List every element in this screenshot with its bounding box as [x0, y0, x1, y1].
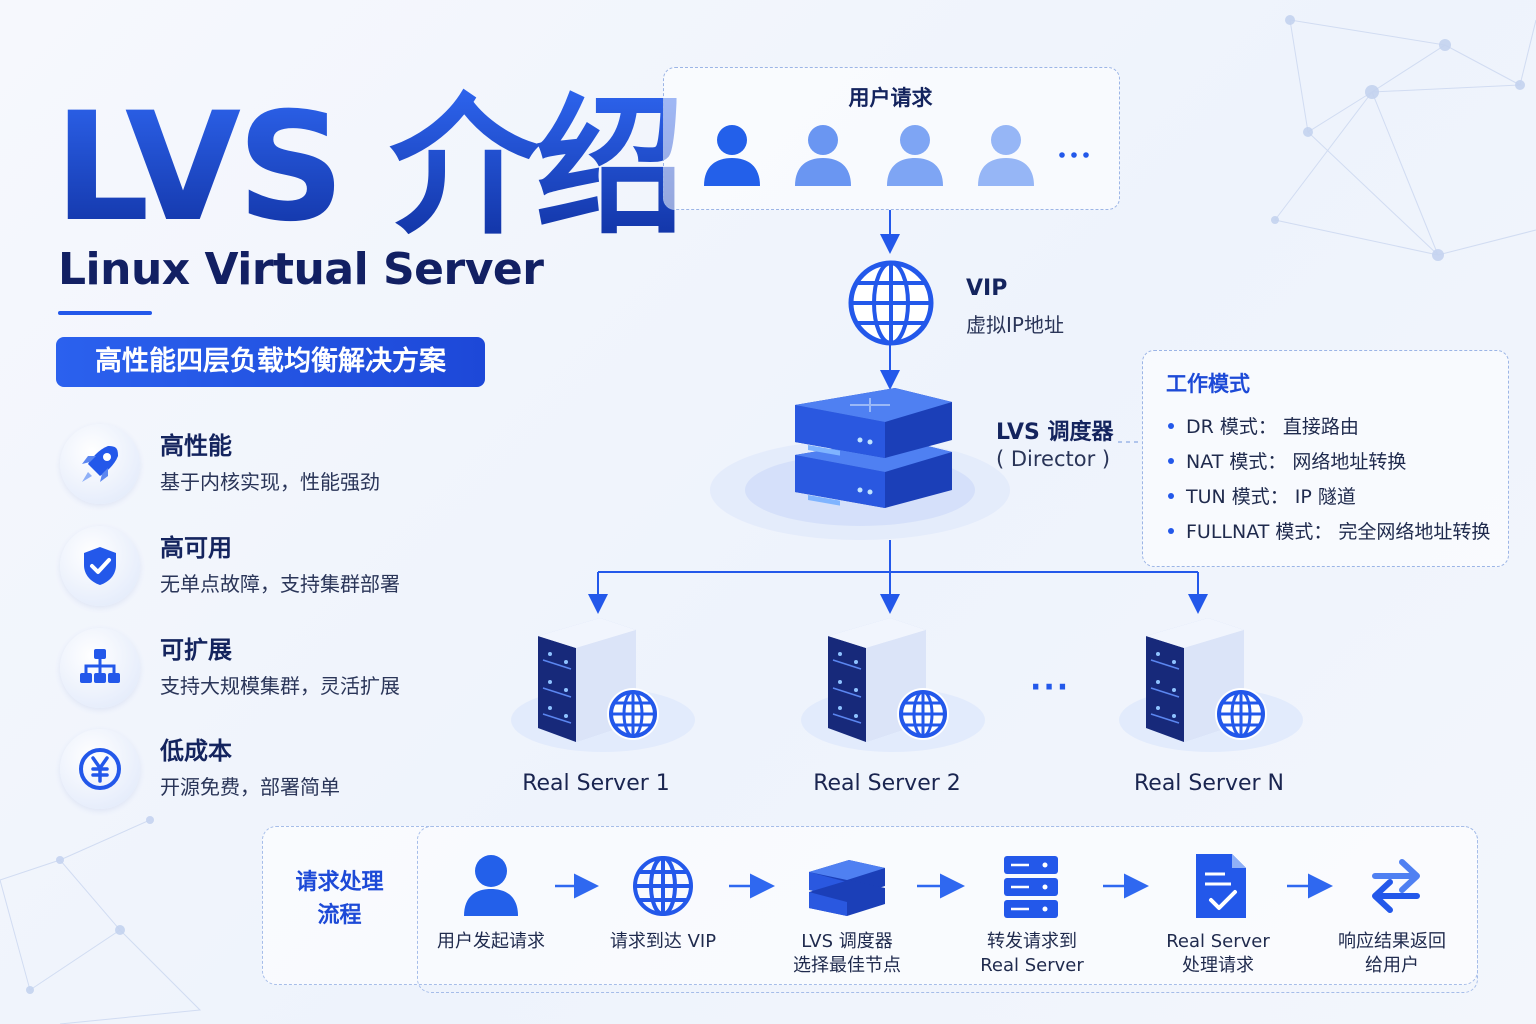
feature-desc: 开源免费，部署简单 [160, 775, 340, 799]
flow-step-line1: 请求到达 VIP [609, 931, 717, 952]
vip-label: VIP [966, 276, 1008, 301]
flow-step-line2: Real Server [980, 955, 1084, 976]
flow-step-1: 用户发起请求 [406, 930, 576, 954]
flow-step-line1: 转发请求到 [987, 931, 1077, 952]
flow-step-line2: 给用户 [1365, 955, 1419, 976]
title-divider [58, 311, 152, 315]
tagline-banner: 高性能四层负载均衡解决方案 [56, 337, 485, 387]
shield-check-icon [60, 526, 140, 606]
feature-high-availability: 高可用 无单点故障，支持集群部署 [60, 526, 480, 606]
user-icon [978, 125, 1034, 186]
server-rack-icon [1004, 856, 1058, 918]
work-modes-title: 工作模式 [1166, 372, 1250, 396]
rocket-icon [60, 424, 140, 504]
bullet-dot [1168, 457, 1174, 464]
feature-title: 低成本 [160, 737, 232, 765]
feature-desc: 基于内核实现，性能强劲 [160, 470, 380, 494]
user-icon [887, 125, 943, 186]
request-flow-steps-panel [417, 826, 1478, 993]
mode-text: NAT 模式： 网络地址转换 [1186, 451, 1407, 473]
director-server-icon [809, 860, 885, 916]
flow-step-line1: 用户发起请求 [437, 931, 545, 952]
mode-text: TUN 模式： IP 隧道 [1186, 486, 1356, 508]
flow-step-line2: 处理请求 [1182, 955, 1254, 976]
more-servers-ellipsis: ··· [1030, 670, 1071, 705]
flow-step-line1: 响应结果返回 [1338, 931, 1446, 952]
flow-step-3: LVS 调度器 选择最佳节点 [762, 930, 932, 978]
bullet-dot [1168, 492, 1174, 499]
feature-high-performance: 高性能 基于内核实现，性能强劲 [60, 424, 480, 504]
flow-step-4: 转发请求到 Real Server [947, 930, 1117, 978]
real-server-2-label: Real Server 2 [813, 771, 961, 796]
feature-desc: 支持大规模集群，灵活扩展 [160, 674, 400, 698]
user-icon [795, 125, 851, 186]
users-icon-group [704, 125, 1089, 186]
real-server-1-label: Real Server 1 [522, 771, 670, 796]
director-label: LVS 调度器 [996, 420, 1114, 445]
feature-scalable: 可扩展 支持大规模集群，灵活扩展 [60, 628, 480, 708]
page-subtitle: Linux Virtual Server [58, 244, 544, 295]
mode-text: FULLNAT 模式： 完全网络地址转换 [1186, 521, 1491, 543]
feature-title: 可扩展 [160, 636, 232, 664]
director-sub: ( Director ) [996, 447, 1111, 471]
mode-item-dr: DR 模式： 直接路由 [1168, 412, 1359, 439]
flow-title-line2: 流程 [317, 903, 362, 928]
mode-text: DR 模式： 直接路由 [1186, 416, 1359, 438]
feature-title: 高性能 [160, 432, 232, 460]
real-server-2-icon [799, 616, 987, 754]
mode-item-nat: NAT 模式： 网络地址转换 [1168, 447, 1406, 474]
flow-icons-row [464, 854, 1420, 918]
flow-step-6: 响应结果返回 给用户 [1307, 930, 1477, 978]
feature-desc: 无单点故障，支持集群部署 [160, 572, 400, 596]
flow-step-line2: 选择最佳节点 [793, 955, 901, 976]
page-title: LVS 介绍 [54, 78, 685, 258]
bullet-dot [1168, 422, 1174, 429]
flow-step-line1: LVS 调度器 [801, 931, 893, 952]
yuan-coin-icon [60, 729, 140, 809]
network-tree-icon [60, 628, 140, 708]
flow-title-line1: 请求处理 [295, 870, 384, 895]
real-server-n-label: Real Server N [1133, 771, 1284, 796]
flow-step-line1: Real Server [1166, 931, 1270, 952]
bullet-dot [1168, 527, 1174, 534]
user-requests-title: 用户请求 [848, 86, 933, 110]
mode-item-fullnat: FULLNAT 模式： 完全网络地址转换 [1168, 517, 1490, 544]
user-icon [704, 125, 760, 186]
feature-low-cost: 低成本 开源免费，部署简单 [60, 729, 480, 809]
user-icon [464, 855, 518, 916]
director-server-icon [710, 388, 1010, 540]
work-modes-panel [1142, 350, 1509, 567]
mode-item-tun: TUN 模式： IP 隧道 [1168, 482, 1356, 509]
feature-title: 高可用 [160, 534, 232, 562]
flow-step-5: Real Server 处理请求 [1133, 930, 1303, 978]
request-flow-title: 请求处理 流程 [262, 866, 417, 932]
globe-icon [633, 856, 693, 916]
return-arrows-icon [1372, 859, 1420, 913]
document-check-icon [1196, 854, 1246, 918]
vip-globe-icon [848, 260, 934, 346]
flow-step-2: 请求到达 VIP [578, 930, 748, 954]
real-server-1-icon [509, 616, 697, 754]
real-server-n-icon [1117, 616, 1305, 754]
vip-desc: 虚拟IP地址 [966, 313, 1064, 337]
